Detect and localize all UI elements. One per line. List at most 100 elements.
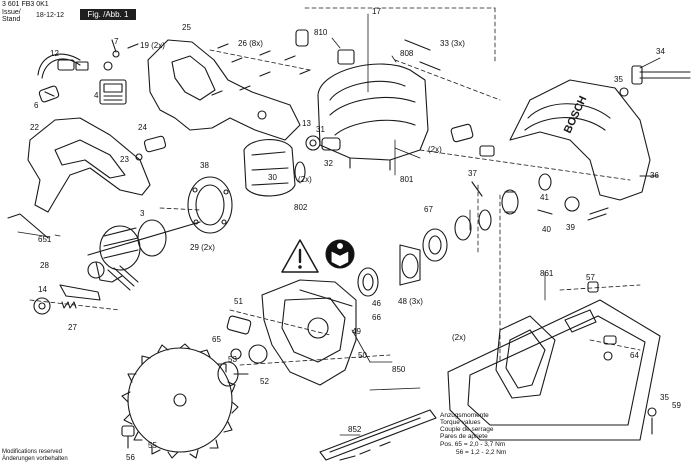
part-label: 48 (3x): [398, 297, 423, 306]
handle-left-half: [27, 117, 151, 213]
part-label: 14: [38, 285, 47, 294]
part-label: 65: [212, 335, 221, 344]
hex-key: [7, 213, 49, 239]
lower-blade-guard: [261, 279, 357, 386]
part-label: 802: [294, 203, 308, 212]
part-label: 56: [126, 453, 135, 462]
screws-19: [111, 39, 139, 58]
parallel-guide: [319, 409, 437, 461]
part-label: 59: [672, 401, 681, 410]
part-label: 27: [68, 323, 77, 332]
part-label: 810: [314, 28, 328, 37]
small-parts-24-23: [135, 135, 167, 161]
saw-blade: [121, 343, 239, 459]
part-label: 861: [540, 269, 554, 278]
housing-top-half: [147, 39, 301, 141]
part-label: 6: [34, 101, 39, 110]
armature: [87, 219, 201, 291]
assembly-leader-lines: [29, 7, 641, 366]
part-label: 46: [372, 299, 381, 308]
torque-line-6: 56 = 1,2 - 2,2 Nm: [456, 449, 507, 456]
part-label: 31: [316, 125, 325, 134]
footer-line-2: Änderungen vorbehalten: [2, 456, 68, 462]
part-label: 850: [392, 365, 406, 374]
part-label: 801: [400, 175, 414, 184]
fan-baffle: [187, 176, 233, 234]
part-label: 17: [372, 7, 381, 16]
part-label: 4: [94, 91, 99, 100]
doc-number: 3 601 FB3 0K1: [2, 1, 49, 8]
part-label: 34: [656, 47, 665, 56]
switch: [99, 61, 127, 105]
part-label: (2x): [452, 333, 466, 342]
part-label: 37: [468, 169, 477, 178]
part-label: 39: [566, 223, 575, 232]
lever-parts: [226, 315, 252, 360]
part-label: 7: [114, 37, 119, 46]
part-label: 808: [400, 49, 414, 58]
torque-line-5: Pos. 65 = 2,0 - 3,7 Nm: [440, 441, 506, 448]
part-label: 22: [30, 123, 39, 132]
part-label: 51: [234, 297, 243, 306]
part-label: 52: [260, 377, 269, 386]
part-label: 19 (2x): [140, 41, 165, 50]
part-label: 49: [352, 327, 361, 336]
part-label: 67: [424, 205, 433, 214]
read-manual-icon: [325, 239, 355, 269]
torque-line-3: Couple de serrage: [440, 426, 494, 433]
part-label: 651: [38, 235, 52, 244]
part-label: 852: [348, 425, 362, 434]
strain-relief: [38, 85, 60, 103]
part-label: 29 (2x): [190, 243, 215, 252]
figure-label: Fig. /Abb. 1: [80, 9, 136, 20]
part-label: 23: [120, 155, 129, 164]
clamping-screw: [121, 425, 135, 449]
part-label: (2x): [298, 175, 312, 184]
spindle-lock: [33, 284, 101, 315]
part-label: 64: [630, 351, 639, 360]
part-label: 50: [358, 351, 367, 360]
small-screws-right: [471, 181, 609, 221]
issue-label: Issue/: [2, 9, 21, 16]
upper-blade-guard: [509, 79, 659, 201]
torque-line-4: Pares de apriete: [440, 433, 488, 440]
part-label: 12: [50, 49, 59, 58]
flange-53: [217, 361, 249, 387]
part-label: 33 (3x): [440, 39, 465, 48]
bearing-parts: [305, 135, 341, 151]
part-label: 57: [586, 273, 595, 282]
warning-triangle-icon: [281, 239, 319, 273]
label-leaders: [17, 13, 661, 436]
motor-housing: [295, 29, 495, 171]
part-label: 25: [182, 23, 191, 32]
part-label: 24: [138, 123, 147, 132]
base-plate: [447, 299, 661, 441]
part-label: 35: [660, 393, 669, 402]
brand-mark: BOSCH: [562, 94, 590, 135]
part-label: 3: [140, 209, 145, 218]
part-label: 30: [268, 173, 277, 182]
torque-line-1: Anzugsmomente: [440, 412, 489, 419]
torque-line-2: Torque values: [440, 419, 481, 426]
footer-line-1: Modifications reserved: [2, 449, 63, 455]
stand-label: Stand: [2, 16, 21, 23]
part-label: 53: [228, 355, 237, 364]
part-label: 40: [542, 225, 551, 234]
screws-26: [211, 43, 311, 96]
part-label: 35: [614, 75, 623, 84]
part-label: (2x): [428, 145, 442, 154]
bevel-bolt: [619, 65, 691, 97]
field-stator: [243, 139, 306, 197]
ring-52: [248, 344, 268, 364]
spindle-parts: [357, 173, 552, 297]
part-label: 41: [540, 193, 549, 202]
part-label: 28: [40, 261, 49, 270]
power-cord: [37, 53, 89, 79]
part-label: 32: [324, 159, 333, 168]
part-label: 36: [650, 171, 659, 180]
issue-date: 18-12-12: [36, 12, 65, 19]
part-label: 38: [200, 161, 209, 170]
